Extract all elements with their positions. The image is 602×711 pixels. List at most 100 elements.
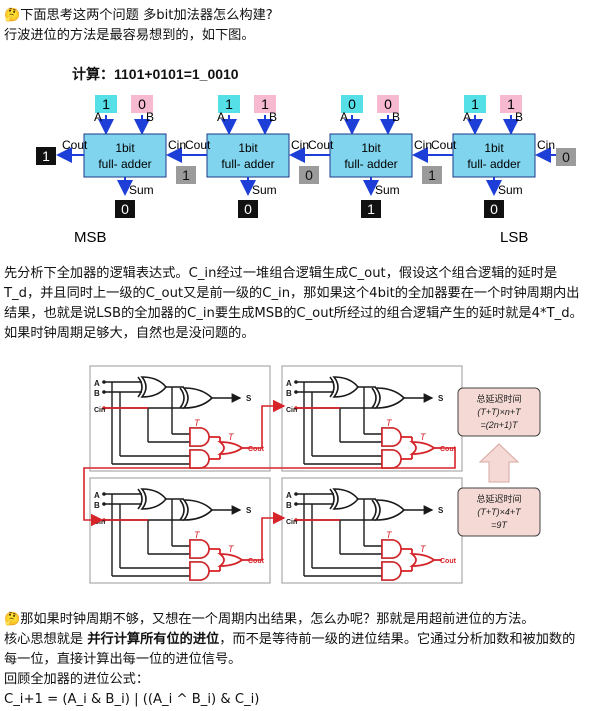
cout-label: Cout: [308, 138, 334, 152]
cin-label: Cin: [537, 138, 555, 152]
input-a-value: 1: [225, 96, 233, 112]
adder-label-1: 1bit: [115, 141, 135, 155]
input-b-value: 1: [261, 96, 269, 112]
adder-label-2: full- adder: [98, 157, 151, 171]
adder-stage-2: 1 1 A B 1bit full- adder Sum 0: [206, 95, 290, 218]
label-a: A: [286, 491, 292, 500]
carry-out-box: [36, 147, 56, 165]
analysis-line-1: 先分析下全加器的逻辑表达式。C_in经过一堆组合逻辑生成C_out，假设这个组合…: [4, 266, 558, 281]
adder-label-2: full- adder: [221, 157, 274, 171]
sum-label: Sum: [252, 183, 277, 197]
input-a-box: [218, 95, 240, 113]
label-t: T: [420, 544, 427, 554]
sum-value: 1: [367, 201, 375, 217]
adder-stage-msb: 1 0 A B 1bit full- adder Sum 0: [83, 95, 167, 218]
input-a-value: 1: [102, 96, 110, 112]
label-s: S: [438, 506, 444, 515]
up-arrow-icon: [478, 443, 520, 483]
label-t: T: [386, 530, 393, 540]
sum-label: Sum: [129, 183, 154, 197]
label-cin: Cin: [94, 407, 105, 414]
closing-line-3: 每一位，直接计算出每一位的进位信号。: [4, 652, 242, 667]
label-t: T: [420, 432, 427, 442]
input-a-box: [341, 95, 363, 113]
analysis-line-2: T_d，并且同时上一级的C_out又是前一级的C_in，那如果这个4bit的全加…: [4, 286, 580, 301]
label-s: S: [246, 394, 252, 403]
input-a-label: A: [217, 110, 225, 124]
full-adder-circuit-4: A B Cin S Cout T T: [282, 478, 462, 583]
svg-text:(T+T)×4+T: (T+T)×4+T: [477, 507, 522, 517]
carry-value: 1: [182, 167, 190, 183]
carry-in-value: 0: [562, 149, 570, 165]
input-a-value: 1: [471, 96, 479, 112]
input-a-label: A: [340, 110, 348, 124]
carry-value: 1: [428, 167, 436, 183]
full-adder-circuit-1: A B Cin S Cout T T: [90, 366, 270, 471]
input-a-value: 0: [348, 96, 356, 112]
calc-label: 计算：1101+0101=1_0010: [72, 66, 239, 82]
adder-stage-3: 0 0 A B 1bit full- adder Sum 1: [329, 95, 413, 218]
input-b-label: B: [269, 110, 277, 124]
input-b-box: [500, 95, 522, 113]
carry-box: [176, 166, 196, 184]
cin-label: Cin: [168, 138, 186, 152]
input-b-label: B: [392, 110, 400, 124]
label-cout: Cout: [440, 446, 457, 453]
input-a-box: [464, 95, 486, 113]
input-a-box: [95, 95, 117, 113]
thinking-emoji-icon: 🤔: [4, 612, 21, 627]
sum-value: 0: [121, 201, 129, 217]
input-b-value: 0: [138, 96, 146, 112]
label-cout: Cout: [248, 558, 265, 565]
label-b: B: [286, 501, 292, 510]
input-b-box: [131, 95, 153, 113]
cout-label: Cout: [62, 138, 88, 152]
label-cin: Cin: [286, 519, 297, 526]
full-adder-circuit-3: A B Cin S Cout T T: [90, 478, 270, 583]
svg-text:总延迟时间: 总延迟时间: [476, 493, 521, 504]
label-b: B: [94, 389, 100, 398]
analysis-line-3: 结果，也就是说LSB的全加器的C_in要生成MSB的C_out所经过的组合逻辑产…: [4, 306, 583, 321]
ripple-carry-adder-figure: 计算：1101+0101=1_0010 1 0 A B 1bit full- a…: [36, 66, 576, 246]
label-a: A: [286, 379, 292, 388]
label-t: T: [194, 418, 201, 428]
input-b-label: B: [146, 110, 154, 124]
adder-label-1: 1bit: [361, 141, 381, 155]
sum-box: [238, 200, 258, 218]
label-s: S: [438, 394, 444, 403]
label-cin: Cin: [286, 407, 297, 414]
label-s: S: [246, 506, 252, 515]
sum-value: 0: [490, 201, 498, 217]
closing-line-2: 核心思想就是 并行计算所有位的进位，而不是等待前一级的进位结果。它通过分析加数和…: [4, 632, 576, 647]
sum-box: [484, 200, 504, 218]
label-b: B: [94, 501, 100, 510]
sum-box: [115, 200, 135, 218]
adder-label-2: full- adder: [467, 157, 520, 171]
closing-line-4: 回顾全加器的进位公式：: [4, 672, 150, 687]
msb-label: MSB: [74, 229, 107, 246]
svg-text:(T+T)×n+T: (T+T)×n+T: [477, 407, 522, 417]
input-b-value: 0: [384, 96, 392, 112]
label-t: T: [194, 530, 201, 540]
intro-line-2: 行波进位的方法是最容易想到的，如下图。: [4, 28, 255, 43]
label-a: A: [94, 491, 100, 500]
label-b: B: [286, 389, 292, 398]
svg-text:总延迟时间: 总延迟时间: [476, 393, 521, 404]
adder-block: [83, 133, 167, 178]
adder-label-1: 1bit: [484, 141, 504, 155]
delay-box-general: 总延迟时间 (T+T)×n+T =(2n+1)T: [457, 387, 541, 437]
sum-label: Sum: [498, 183, 523, 197]
gate-delay-figure: A B Cin S Cout T T A B Cin S Cout T T A …: [83, 358, 541, 588]
full-adder-circuit-2: A B Cin S Cout T T: [282, 366, 462, 471]
analysis-line-4: 如果时钟周期足够大，自然也是没问题的。: [4, 326, 255, 341]
label-t: T: [386, 418, 393, 428]
critical-path-connections: [83, 399, 456, 561]
closing-line-1: 🤔那如果时钟周期不够，又想在一个周期内出结果，怎么办呢？那就是用超前进位的方法。: [4, 612, 535, 627]
label-t: T: [228, 432, 235, 442]
cout-label: Cout: [185, 138, 211, 152]
carry-out-value: 1: [42, 148, 50, 164]
label-t: T: [228, 544, 235, 554]
lsb-label: LSB: [500, 229, 528, 246]
cin-label: Cin: [414, 138, 432, 152]
carry-value: 0: [305, 167, 313, 183]
